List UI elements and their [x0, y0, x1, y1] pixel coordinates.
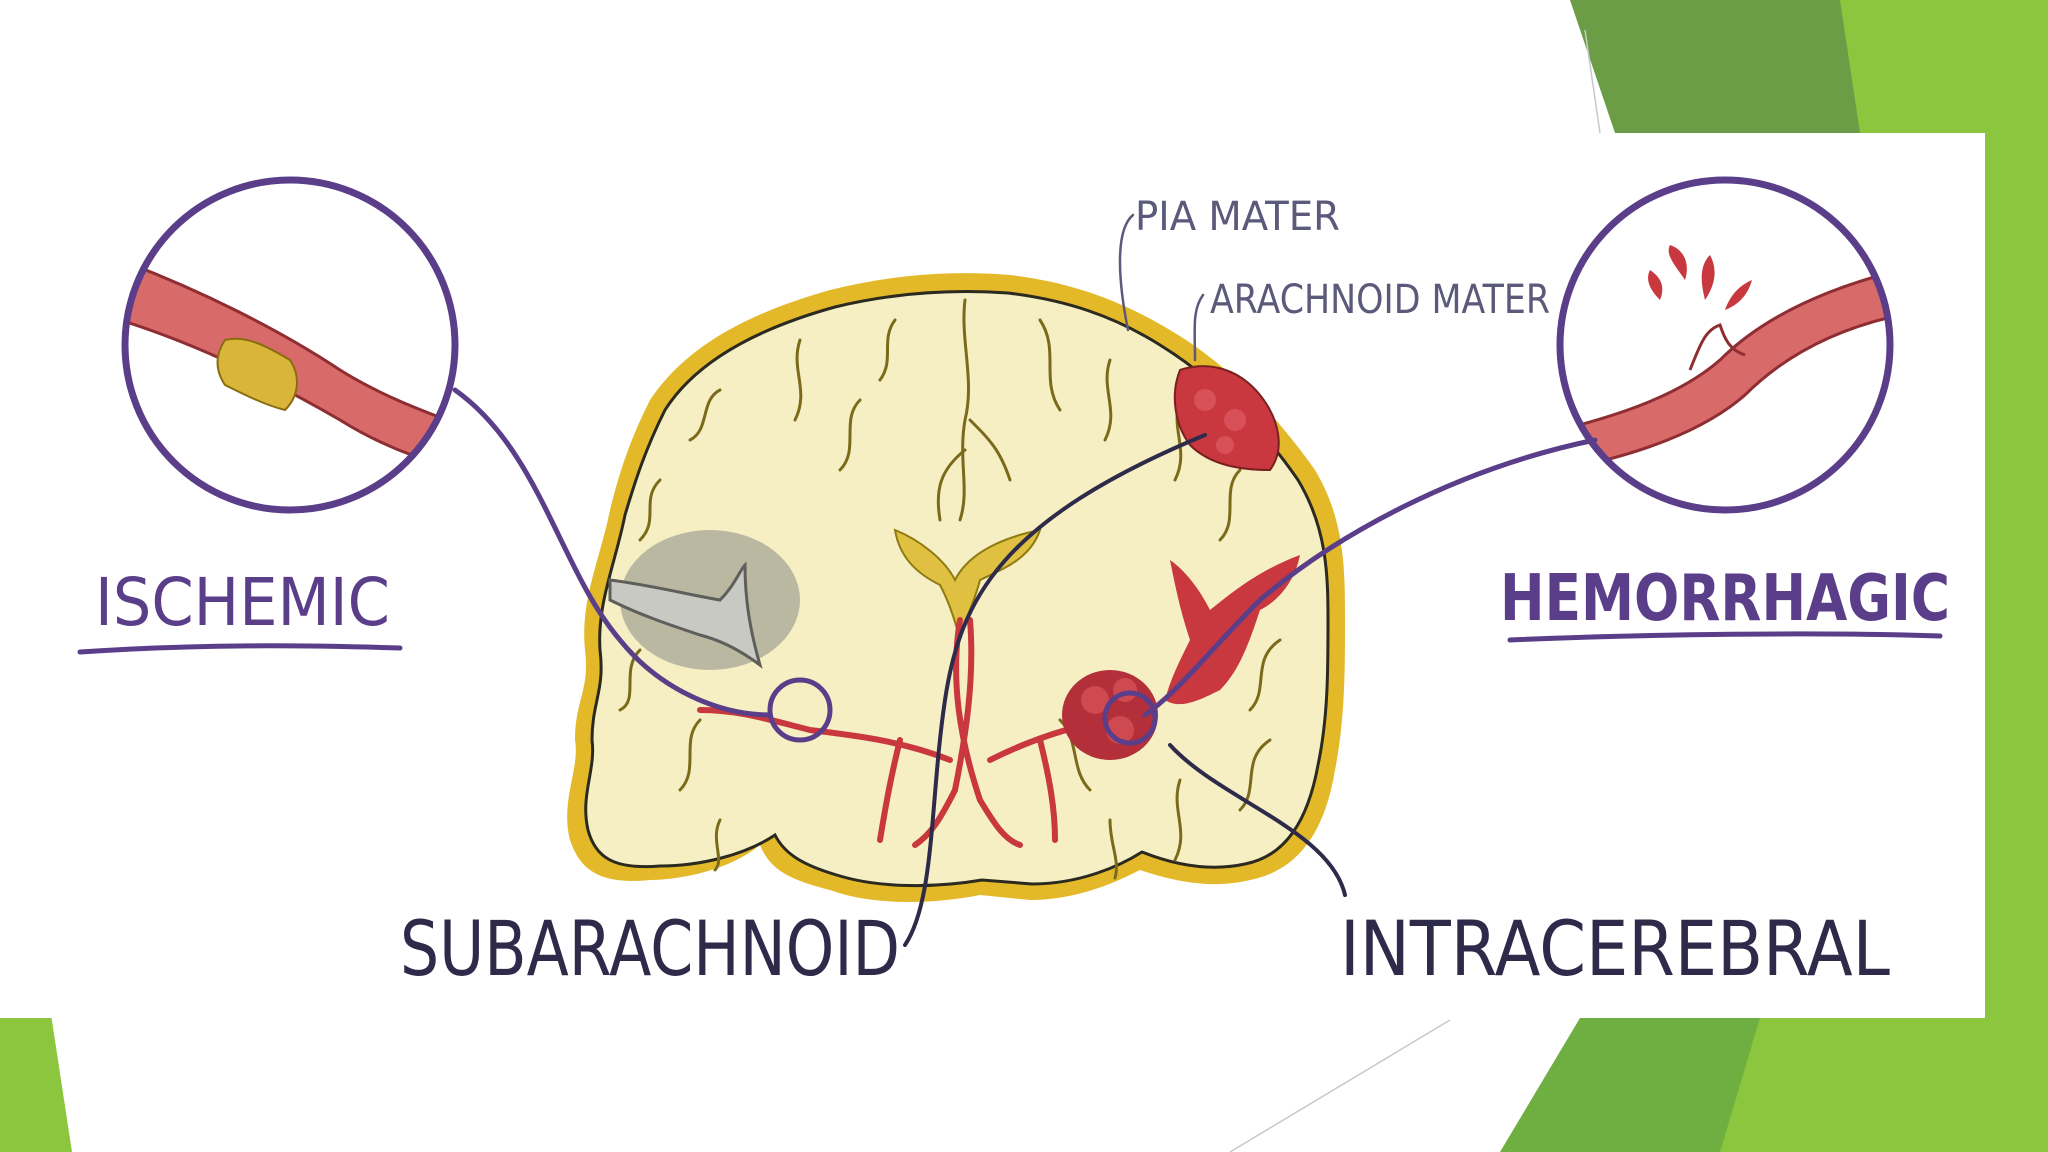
ischemic-label: ISCHEMIC — [95, 564, 390, 641]
ischemic-clot — [216, 337, 298, 412]
blood-spurt — [1648, 245, 1752, 310]
arachnoid-mater-leader — [1193, 293, 1205, 362]
ischemic-focus-circle — [767, 677, 833, 743]
ischemic-magnifier — [121, 176, 459, 514]
hemorrhagic-connector — [1142, 437, 1598, 718]
hemorrhagic-underline — [1507, 631, 1943, 643]
subarachnoid-label: SUBARACHNOID — [400, 904, 900, 993]
label-leader-lines — [903, 213, 1347, 947]
pia-mater-label: PIA MATER — [1135, 194, 1340, 240]
slide-thin-line-2 — [1584, 29, 1601, 134]
subarachnoid-leader — [903, 433, 1207, 947]
ischemic-region — [608, 530, 800, 670]
arachnoid-mater-label: ARACHNOID MATER — [1210, 277, 1550, 323]
subarachnoid-hemorrhage — [1173, 365, 1280, 472]
slide-green-shape-bottom-right-light — [1720, 1018, 2048, 1152]
brain-coronal-section — [567, 273, 1345, 902]
brain-gyri — [618, 298, 1282, 880]
hemorrhagic-vessel — [1560, 268, 1890, 472]
ischemic-connector — [452, 387, 773, 718]
hemorrhagic-label: HEMORRHAGIC — [1500, 562, 1950, 636]
slide-thin-line — [1229, 1019, 1451, 1152]
vessel-rupture — [1688, 323, 1746, 371]
connector-lines — [452, 387, 1598, 746]
hemorrhagic-magnifier — [1556, 176, 1894, 514]
ischemic-underline — [77, 643, 403, 655]
intracerebral-leader — [1168, 743, 1347, 897]
intracerebral-label: INTRACEREBRAL — [1340, 904, 1890, 993]
slide-green-shape-right-edge — [1985, 60, 2048, 1152]
pia-mater-leader — [1118, 213, 1135, 332]
intracerebral-focus-circle — [1102, 690, 1158, 746]
slide-green-shape-top-right-light — [1840, 0, 2048, 133]
